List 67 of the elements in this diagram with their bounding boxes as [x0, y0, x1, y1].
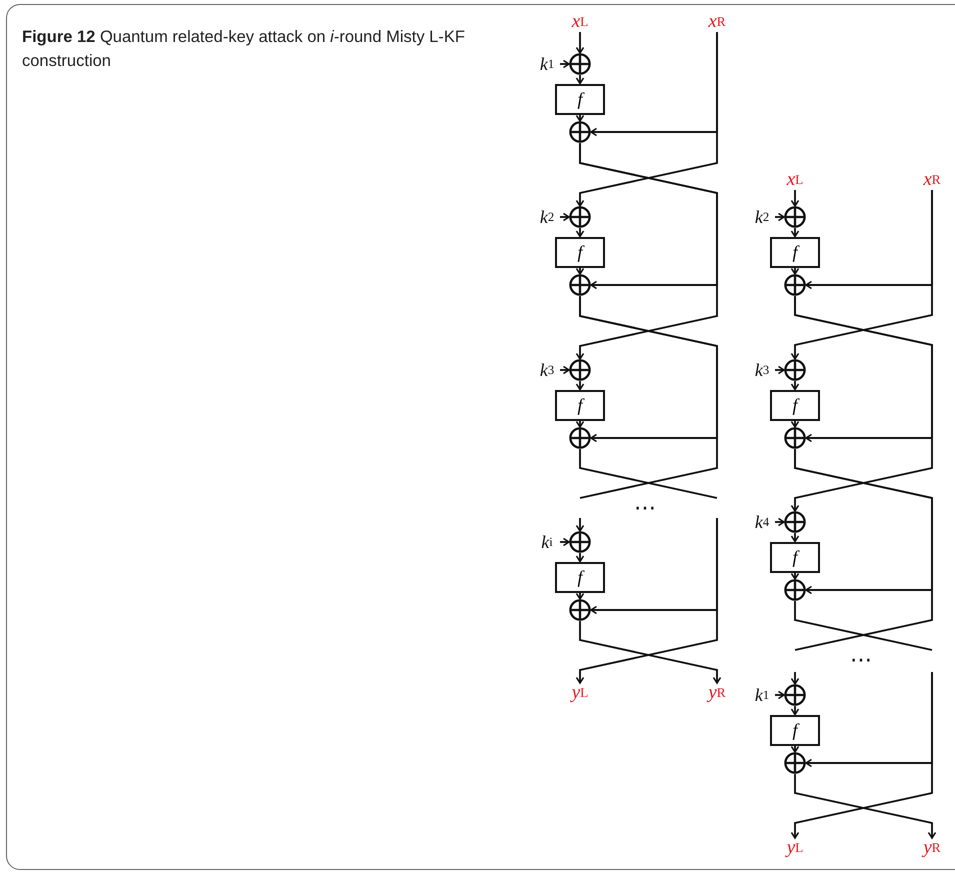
- function-box: f: [555, 84, 605, 114]
- arrow: [560, 538, 570, 546]
- arrow: [790, 190, 933, 360]
- xor-circle: [569, 359, 591, 381]
- xor-circle: [569, 274, 591, 296]
- arrow: [576, 143, 718, 360]
- arrow: [576, 553, 584, 562]
- xor-circle: [784, 274, 806, 296]
- arrow: [790, 746, 800, 753]
- function-box: f: [770, 714, 820, 746]
- arrow: [790, 420, 800, 428]
- xor-circle: [784, 206, 806, 228]
- arrow: [576, 592, 584, 600]
- xor-circle: [569, 599, 591, 621]
- xor-circle: [569, 53, 591, 75]
- connector-line: [794, 601, 932, 651]
- arrow: [775, 366, 785, 374]
- arrow: [560, 366, 570, 374]
- arrow: [790, 381, 800, 390]
- arrow: [790, 296, 933, 512]
- arrow: [576, 420, 584, 428]
- xor-circle: [784, 427, 806, 449]
- arrow: [576, 518, 584, 532]
- arrow: [790, 190, 800, 207]
- xor-circle: [784, 359, 806, 381]
- arrow: [775, 690, 785, 700]
- xor-circle: [784, 684, 806, 706]
- arrow: [790, 268, 800, 275]
- function-box: f: [555, 390, 605, 420]
- arrow: [576, 32, 718, 207]
- xor-circle: [784, 752, 806, 774]
- xor-circle: [569, 121, 591, 143]
- arrow: [576, 32, 584, 54]
- arrow: [560, 212, 570, 222]
- ellipsis: ⋯: [634, 498, 656, 520]
- arrow: [790, 672, 933, 839]
- xor-circle: [569, 531, 591, 553]
- figure-caption: Figure 12 Quantum related-key attack on i-round Misty L-KF construction: [22, 27, 466, 72]
- xor-circle: [569, 206, 591, 228]
- arrow: [576, 75, 584, 84]
- arrow: [579, 621, 722, 684]
- arrow: [576, 114, 584, 122]
- arrow: [790, 572, 800, 580]
- arrow: [576, 381, 584, 390]
- function-box: f: [555, 236, 605, 268]
- arrow: [794, 774, 936, 839]
- arrow: [790, 706, 800, 716]
- function-box: f: [770, 236, 820, 268]
- connector-line: [579, 296, 718, 499]
- arrow: [775, 212, 785, 222]
- ellipsis: ⋯: [850, 650, 872, 672]
- xor-circle: [784, 511, 806, 533]
- arrow: [790, 672, 800, 685]
- arrow: [790, 228, 800, 238]
- arrow: [775, 518, 785, 526]
- arrow: [560, 60, 570, 68]
- function-box: f: [555, 562, 605, 592]
- function-box: f: [770, 542, 820, 572]
- arrow: [790, 533, 800, 542]
- function-box: f: [770, 390, 820, 420]
- xor-circle: [569, 427, 591, 449]
- arrow: [576, 228, 584, 238]
- arrow: [576, 518, 718, 684]
- connector-line: [794, 449, 933, 651]
- xor-circle: [784, 579, 806, 601]
- arrow: [576, 268, 584, 275]
- connector-line: [579, 449, 718, 499]
